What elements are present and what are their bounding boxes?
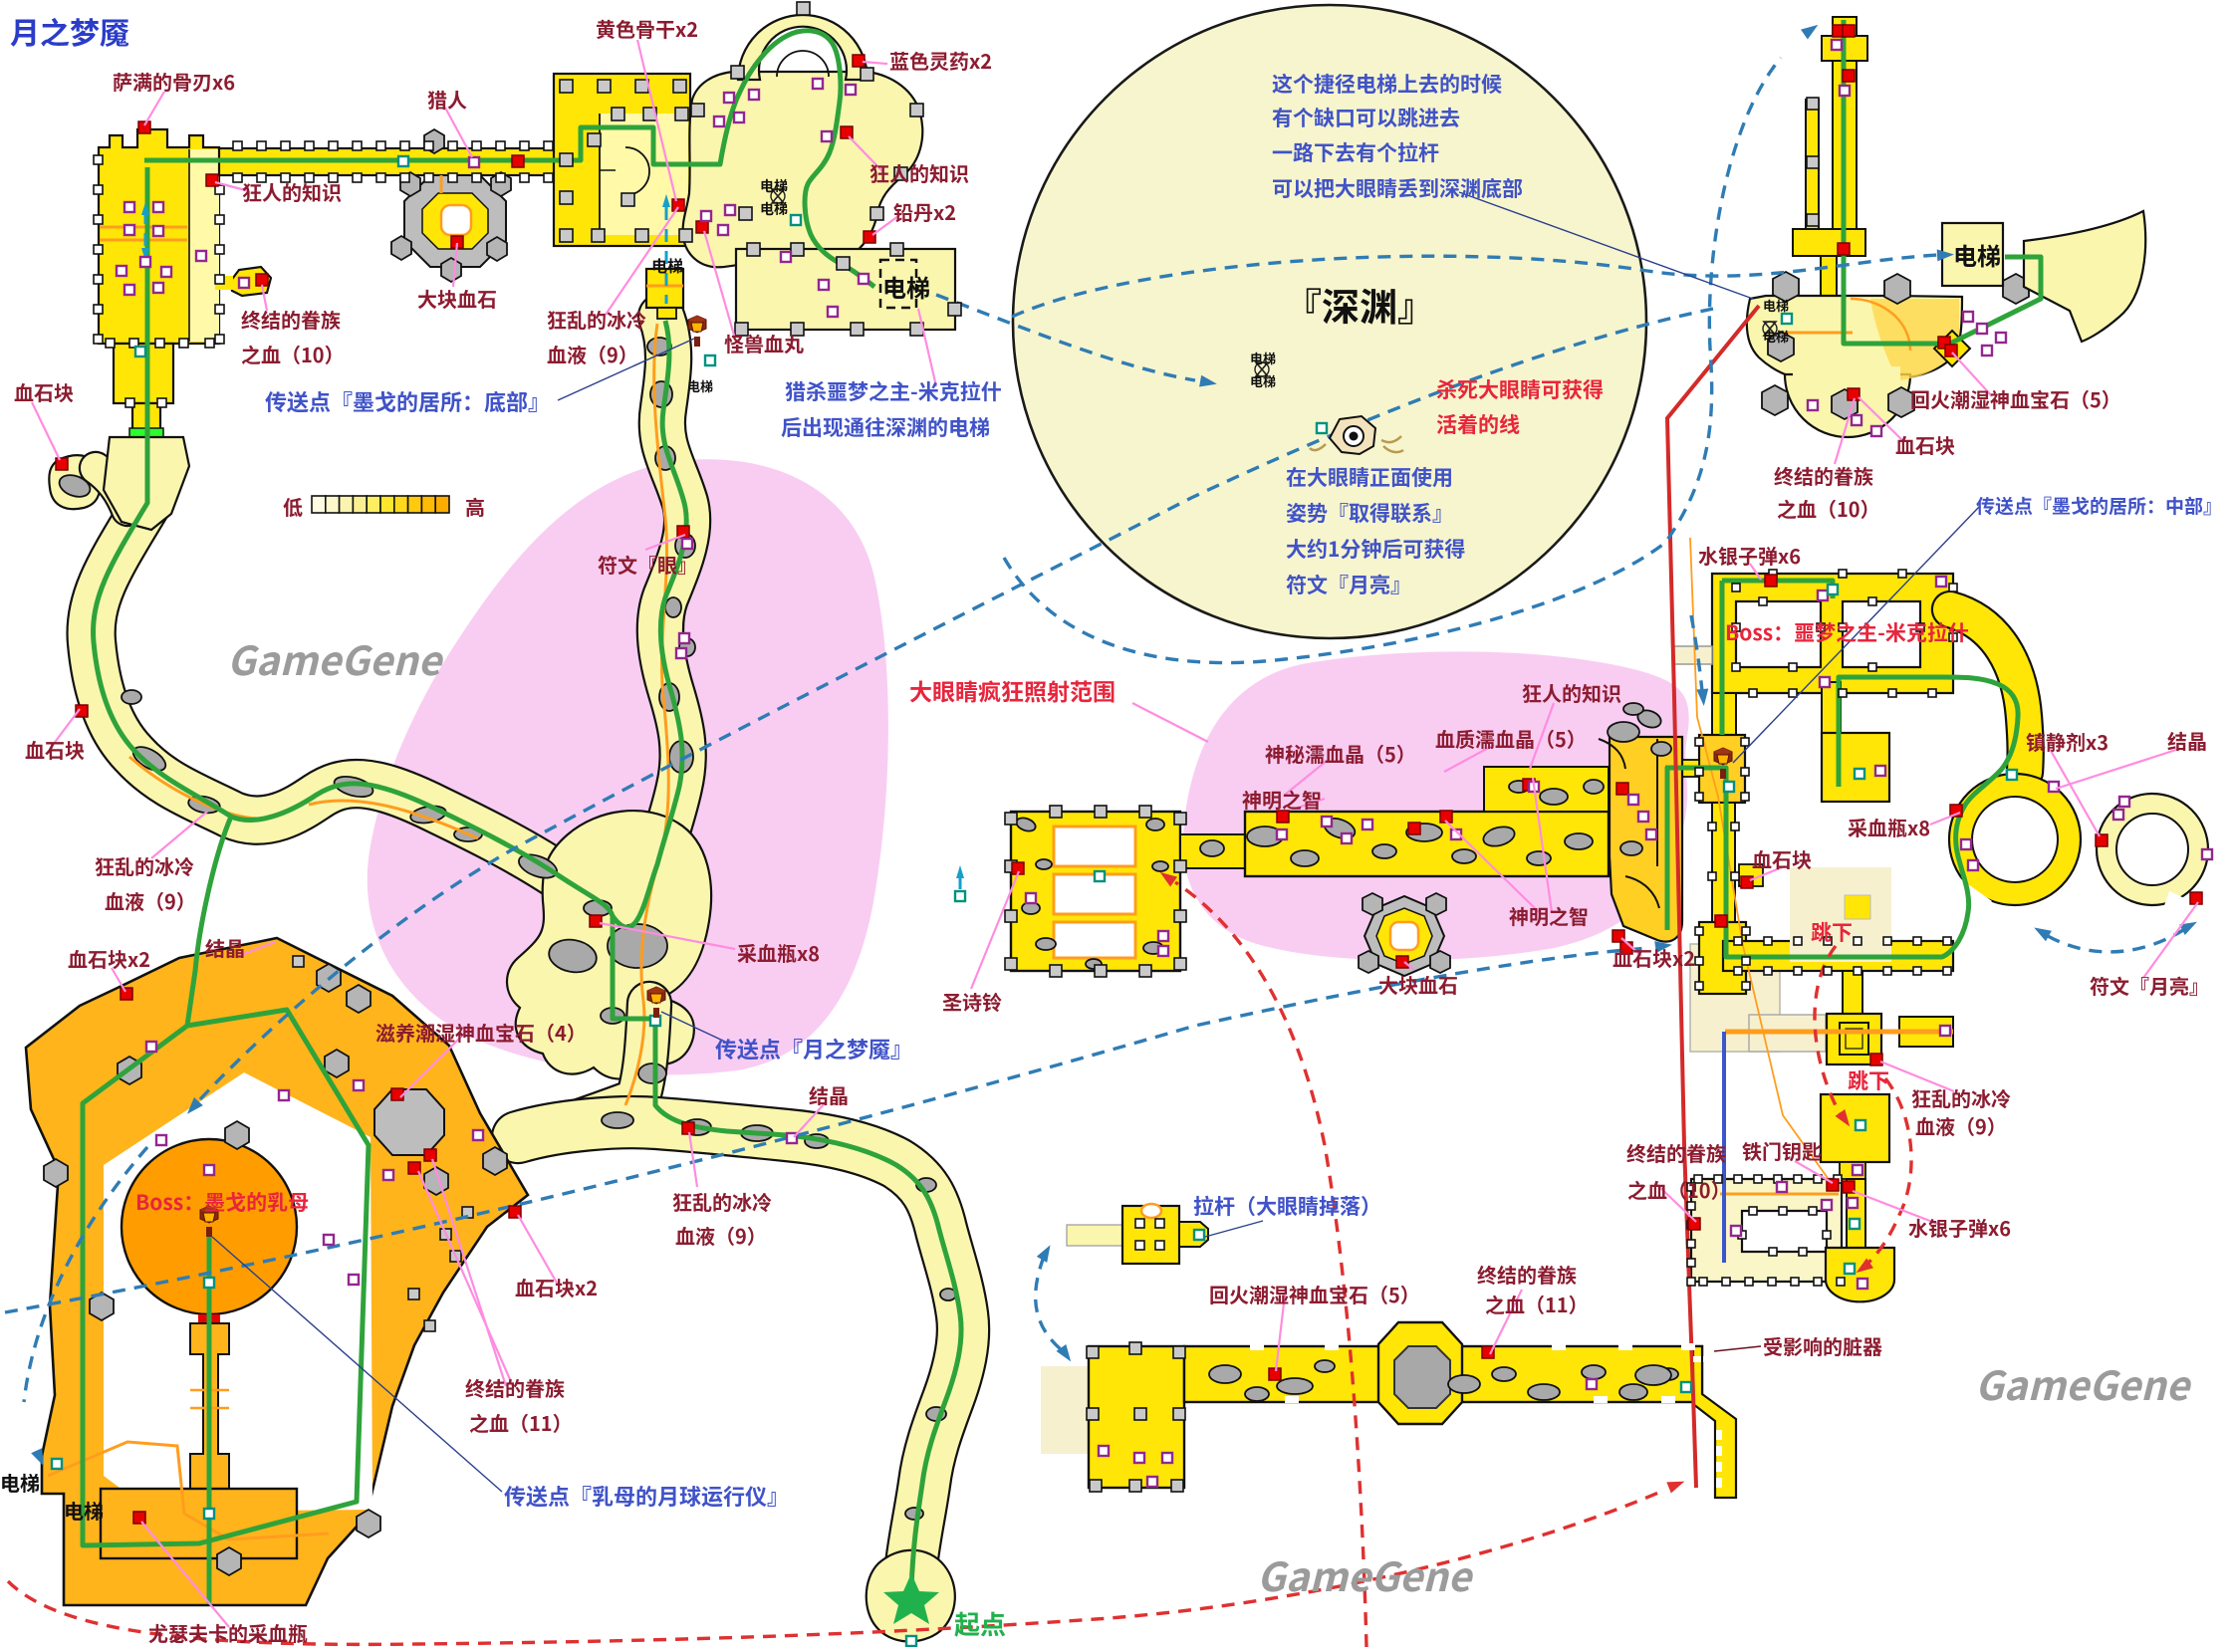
svg-text:镇静剂x3: 镇静剂x3 bbox=[2026, 727, 2109, 756]
svg-text:电梯: 电梯 bbox=[760, 176, 788, 196]
svg-text:终结的眷族: 终结的眷族 bbox=[1774, 461, 1873, 490]
svg-text:血液（9）: 血液（9） bbox=[675, 1221, 767, 1250]
svg-text:血液（9）: 血液（9） bbox=[1915, 1111, 2007, 1140]
svg-text:大眼睛疯狂照射范围: 大眼睛疯狂照射范围 bbox=[909, 673, 1116, 707]
svg-text:血质濡血晶（5）: 血质濡血晶（5） bbox=[1435, 724, 1587, 753]
svg-text:之血（10）: 之血（10） bbox=[1777, 494, 1880, 523]
svg-text:血石块: 血石块 bbox=[14, 377, 74, 406]
svg-text:跳下: 跳下 bbox=[1811, 917, 1853, 947]
svg-text:电梯: 电梯 bbox=[1763, 327, 1789, 346]
svg-text:萨满的骨刃x6: 萨满的骨刃x6 bbox=[113, 67, 235, 96]
svg-text:狂人的知识: 狂人的知识 bbox=[869, 158, 969, 187]
svg-text:结晶: 结晶 bbox=[205, 933, 245, 962]
svg-text:杀死大眼睛可获得: 杀死大眼睛可获得 bbox=[1436, 374, 1604, 404]
svg-text:符文『月亮』: 符文『月亮』 bbox=[2090, 971, 2209, 1000]
svg-text:电梯: 电梯 bbox=[1250, 349, 1276, 367]
svg-text:滋养潮湿神血宝石（4）: 滋养潮湿神血宝石（4） bbox=[375, 1018, 587, 1047]
svg-text:结晶: 结晶 bbox=[809, 1080, 849, 1109]
svg-text:起点: 起点 bbox=[954, 1605, 1006, 1642]
svg-text:这个捷径电梯上去的时候: 这个捷径电梯上去的时候 bbox=[1272, 69, 1502, 99]
svg-text:传送点『月之梦魇』: 传送点『月之梦魇』 bbox=[715, 1033, 912, 1064]
svg-text:大块血石: 大块血石 bbox=[417, 284, 497, 313]
svg-text:『深渊』: 『深渊』 bbox=[1284, 277, 1435, 332]
svg-text:血液（9）: 血液（9） bbox=[547, 340, 638, 368]
svg-text:结晶: 结晶 bbox=[2167, 726, 2207, 755]
svg-text:蓝色灵药x2: 蓝色灵药x2 bbox=[889, 46, 992, 75]
svg-text:GameGene: GameGene bbox=[1257, 1545, 1475, 1603]
svg-text:传送点『墨戈的居所：底部』: 传送点『墨戈的居所：底部』 bbox=[265, 385, 550, 417]
svg-text:可以把大眼睛丢到深渊底部: 可以把大眼睛丢到深渊底部 bbox=[1272, 173, 1523, 203]
svg-text:采血瓶x8: 采血瓶x8 bbox=[1848, 813, 1930, 841]
svg-text:神秘濡血晶（5）: 神秘濡血晶（5） bbox=[1265, 739, 1416, 768]
svg-text:黄色骨干x2: 黄色骨干x2 bbox=[596, 14, 698, 43]
svg-text:铅丹x2: 铅丹x2 bbox=[893, 197, 956, 226]
svg-text:跳下: 跳下 bbox=[1848, 1065, 1889, 1095]
svg-text:终结的眷族: 终结的眷族 bbox=[241, 305, 341, 334]
svg-text:符文『月亮』: 符文『月亮』 bbox=[1286, 570, 1411, 599]
svg-text:狂乱的冰冷: 狂乱的冰冷 bbox=[95, 851, 194, 880]
svg-text:电梯: 电梯 bbox=[882, 269, 930, 304]
svg-text:低: 低 bbox=[283, 492, 303, 521]
svg-text:回火潮湿神血宝石（5）: 回火潮湿神血宝石（5） bbox=[1910, 384, 2121, 413]
svg-text:之血（11）: 之血（11） bbox=[1485, 1290, 1589, 1318]
svg-text:后出现通往深渊的电梯: 后出现通往深渊的电梯 bbox=[781, 412, 990, 442]
svg-text:神明之智: 神明之智 bbox=[1242, 785, 1322, 814]
svg-text:尤瑟夫卡的采血瓶: 尤瑟夫卡的采血瓶 bbox=[148, 1618, 308, 1647]
svg-text:符文『眼』: 符文『眼』 bbox=[598, 550, 697, 579]
svg-text:之血（10）: 之血（10） bbox=[241, 340, 345, 368]
svg-text:拉杆（大眼睛掉落）: 拉杆（大眼睛掉落） bbox=[1193, 1191, 1381, 1221]
svg-text:电梯: 电梯 bbox=[687, 376, 713, 395]
svg-text:之血（11）: 之血（11） bbox=[469, 1408, 573, 1437]
svg-text:怪兽血丸: 怪兽血丸 bbox=[724, 329, 804, 357]
svg-text:狂乱的冰冷: 狂乱的冰冷 bbox=[672, 1187, 772, 1216]
svg-text:GameGene: GameGene bbox=[1975, 1354, 2193, 1412]
svg-text:之血（10）: 之血（10） bbox=[1627, 1175, 1731, 1204]
svg-text:电梯: 电梯 bbox=[760, 199, 788, 219]
svg-text:水银子弹x6: 水银子弹x6 bbox=[1698, 541, 1801, 570]
svg-text:血石块: 血石块 bbox=[1752, 844, 1812, 873]
svg-text:血石块: 血石块 bbox=[1895, 430, 1955, 459]
svg-text:高: 高 bbox=[465, 492, 485, 521]
svg-text:终结的眷族: 终结的眷族 bbox=[1626, 1138, 1726, 1167]
svg-text:狂人的知识: 狂人的知识 bbox=[242, 177, 342, 206]
svg-text:采血瓶x8: 采血瓶x8 bbox=[737, 938, 820, 967]
svg-text:铁门钥匙: 铁门钥匙 bbox=[1742, 1136, 1822, 1165]
svg-text:Boss：噩梦之主-米克拉什: Boss：噩梦之主-米克拉什 bbox=[1725, 617, 1969, 647]
svg-text:终结的眷族: 终结的眷族 bbox=[1477, 1260, 1577, 1289]
svg-text:传送点『乳母的月球运行仪』: 传送点『乳母的月球运行仪』 bbox=[504, 1480, 789, 1512]
svg-text:狂乱的冰冷: 狂乱的冰冷 bbox=[547, 305, 646, 334]
svg-text:一路下去有个拉杆: 一路下去有个拉杆 bbox=[1272, 137, 1439, 167]
svg-text:月之梦魇: 月之梦魇 bbox=[10, 9, 129, 53]
svg-text:大约1分钟后可获得: 大约1分钟后可获得 bbox=[1286, 534, 1465, 564]
svg-text:血液（9）: 血液（9） bbox=[105, 886, 196, 915]
svg-text:电梯: 电梯 bbox=[64, 1496, 104, 1525]
svg-text:水银子弹x6: 水银子弹x6 bbox=[1908, 1213, 2011, 1242]
svg-text:电梯: 电梯 bbox=[1763, 296, 1789, 315]
svg-text:狂乱的冰冷: 狂乱的冰冷 bbox=[1911, 1083, 2011, 1112]
svg-text:GameGene: GameGene bbox=[227, 629, 445, 687]
svg-text:在大眼睛正面使用: 在大眼睛正面使用 bbox=[1286, 462, 1453, 492]
svg-text:有个缺口可以跳进去: 有个缺口可以跳进去 bbox=[1272, 103, 1460, 132]
svg-text:Boss：墨戈的乳母: Boss：墨戈的乳母 bbox=[135, 1187, 309, 1217]
svg-text:大块血石: 大块血石 bbox=[1378, 970, 1458, 999]
svg-text:传送点『墨戈的居所：中部』: 传送点『墨戈的居所：中部』 bbox=[1976, 492, 2222, 519]
svg-text:血石块: 血石块 bbox=[25, 735, 85, 764]
svg-text:电梯: 电梯 bbox=[1250, 371, 1276, 390]
svg-text:回火潮湿神血宝石（5）: 回火潮湿神血宝石（5） bbox=[1209, 1280, 1420, 1308]
svg-text:神明之智: 神明之智 bbox=[1509, 901, 1589, 930]
svg-text:狂人的知识: 狂人的知识 bbox=[1522, 678, 1621, 707]
svg-text:终结的眷族: 终结的眷族 bbox=[465, 1373, 565, 1402]
svg-text:圣诗铃: 圣诗铃 bbox=[942, 987, 1002, 1016]
svg-text:电梯: 电梯 bbox=[0, 1468, 40, 1497]
svg-text:血石块x2: 血石块x2 bbox=[515, 1273, 598, 1301]
svg-text:活着的线: 活着的线 bbox=[1436, 409, 1520, 439]
svg-text:血石块x2: 血石块x2 bbox=[1613, 943, 1695, 972]
svg-text:电梯: 电梯 bbox=[651, 253, 683, 277]
svg-text:猎人: 猎人 bbox=[427, 85, 467, 114]
svg-text:受影响的脏器: 受影响的脏器 bbox=[1763, 1331, 1882, 1360]
svg-text:电梯: 电梯 bbox=[1953, 237, 2001, 272]
svg-text:姿势『取得联系』: 姿势『取得联系』 bbox=[1286, 498, 1453, 528]
svg-text:血石块x2: 血石块x2 bbox=[68, 944, 150, 973]
svg-text:猎杀噩梦之主-米克拉什: 猎杀噩梦之主-米克拉什 bbox=[785, 376, 1002, 406]
